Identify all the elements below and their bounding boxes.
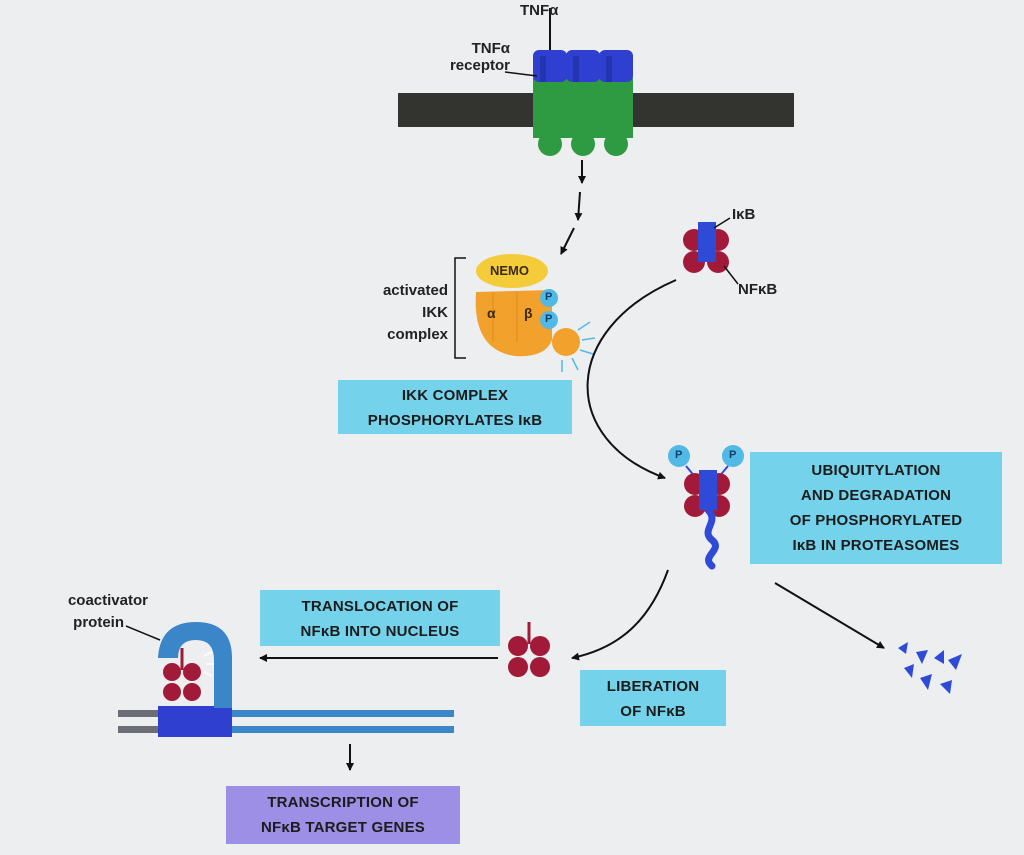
bound-nfkb bbox=[163, 648, 214, 701]
coactivator-protein bbox=[158, 622, 232, 708]
ikb-nfkb-complex bbox=[683, 222, 729, 273]
activated-ikk-label: activated IKK complex bbox=[348, 280, 448, 346]
ubiq-line3: OF PHOSPHORYLATED bbox=[789, 512, 963, 529]
coactivator-pointer bbox=[125, 625, 161, 641]
transloc-line2: NFκB INTO NUCLEUS bbox=[300, 623, 460, 640]
liberation-arrow bbox=[571, 569, 669, 661]
ikk-box-line2: PHOSPHORYLATES IκB bbox=[367, 412, 543, 429]
beta-label: β bbox=[524, 305, 533, 321]
lib-line2: OF NFκB bbox=[620, 703, 686, 720]
coactivator-label: coactivator protein bbox=[30, 590, 148, 634]
alpha-label: α bbox=[487, 305, 496, 321]
liberation-box: LIBERATION OF NFκB bbox=[580, 670, 726, 726]
transcription-box: TRANSCRIPTION OF NFκB TARGET GENES bbox=[226, 786, 460, 844]
ubiq-line4: IκB IN PROTEASOMES bbox=[792, 537, 960, 554]
degradation-arrow bbox=[774, 582, 885, 649]
ubiquitylation-box: UBIQUITYLATION AND DEGRADATION OF PHOSPH… bbox=[750, 452, 1002, 564]
ikk-box-line1: IKK COMPLEX bbox=[401, 387, 509, 404]
activated-line2: IKK bbox=[422, 304, 448, 321]
tnfa-label: TNFα bbox=[520, 2, 559, 19]
transcr-line1: TRANSCRIPTION OF bbox=[267, 794, 419, 811]
activated-line3: complex bbox=[387, 326, 448, 343]
transloc-line1: TRANSLOCATION OF bbox=[301, 598, 459, 615]
phosphorylation-arrow bbox=[586, 279, 677, 480]
nfkb-label: NFκB bbox=[738, 281, 778, 298]
signal-arrow-3 bbox=[560, 227, 575, 255]
tnfa-receptor-line1: TNFα bbox=[471, 40, 510, 57]
ikk-bracket bbox=[454, 257, 466, 359]
coactivator-line2: protein bbox=[73, 614, 124, 631]
translocation-box: TRANSLOCATION OF NFκB INTO NUCLEUS bbox=[260, 590, 500, 646]
transcr-line2: NFκB TARGET GENES bbox=[261, 819, 425, 836]
phospho-label-3: P bbox=[675, 449, 683, 461]
phosphorylated-ikb-complex bbox=[668, 445, 744, 570]
ikk-phosphorylates-box: IKK COMPLEX PHOSPHORYLATES IκB bbox=[338, 380, 572, 434]
receptor-pointer bbox=[504, 71, 538, 77]
activated-line1: activated bbox=[382, 282, 448, 299]
ubiq-line1: UBIQUITYLATION bbox=[811, 462, 941, 479]
tnfa-receptor-trimer bbox=[533, 50, 633, 156]
phospho-label-4: P bbox=[729, 449, 737, 461]
ubiq-line2: AND DEGRADATION bbox=[800, 487, 952, 504]
phospho-label-2: P bbox=[545, 313, 553, 325]
tnfa-receptor-label: TNFα receptor bbox=[426, 40, 510, 75]
dna-strand bbox=[118, 706, 454, 737]
free-nfkb bbox=[508, 622, 550, 677]
phospho-label-1: P bbox=[545, 291, 553, 303]
nfkb-pointer bbox=[723, 265, 739, 285]
signal-arrow-2 bbox=[574, 191, 583, 221]
coactivator-line1: coactivator bbox=[67, 592, 148, 609]
lib-line1: LIBERATION bbox=[606, 678, 700, 695]
tnfa-receptor-line2: receptor bbox=[449, 57, 510, 75]
ikb-label: IκB bbox=[732, 206, 756, 223]
ikb-pointer bbox=[713, 217, 731, 229]
nemo-label: NEMO bbox=[490, 263, 529, 278]
ikk-complex bbox=[475, 254, 596, 372]
degraded-ikb-fragments bbox=[898, 642, 962, 694]
